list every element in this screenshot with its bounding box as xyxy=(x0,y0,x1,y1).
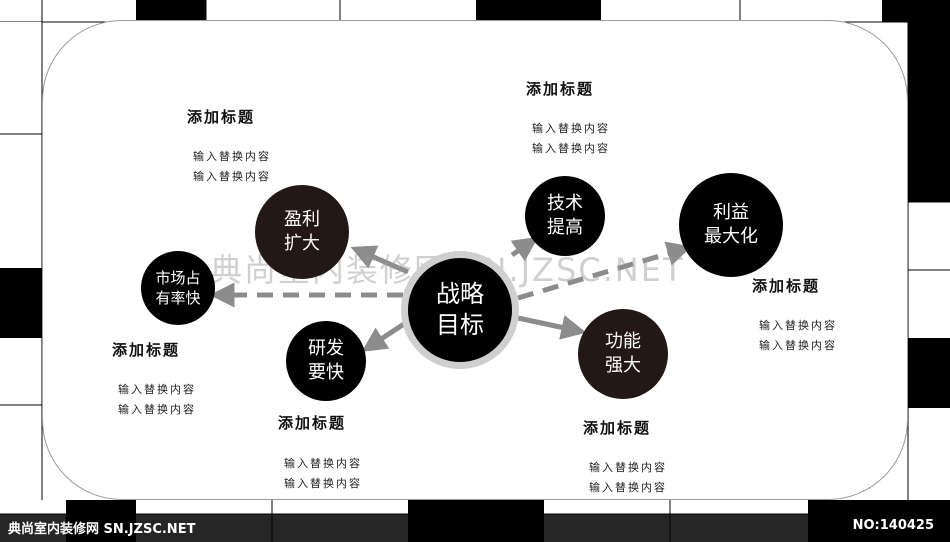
node-benefit-max: 利益 最大化 xyxy=(679,173,783,277)
text-block-line: 输入替换内容 xyxy=(759,319,837,332)
text-block-title: 添加标题 xyxy=(112,341,181,359)
text-block-title: 添加标题 xyxy=(752,277,821,295)
node-label: 技术 提高 xyxy=(547,193,583,238)
node-profit-expansion: 盈利 扩大 xyxy=(255,185,349,279)
text-block-line: 输入替换内容 xyxy=(284,477,362,490)
center-node-label: 战略 目标 xyxy=(436,280,484,339)
center-node: 战略 目标 xyxy=(408,258,512,362)
node-rnd-speed: 研发 要快 xyxy=(286,321,366,401)
node-label: 市场占 有率快 xyxy=(155,269,201,307)
node-function-strong: 功能 强大 xyxy=(578,309,668,399)
node-market-share: 市场占 有率快 xyxy=(141,251,215,325)
arrow-to-profit-expansion xyxy=(350,245,409,275)
footer-number: NO:140425 xyxy=(852,518,934,533)
footer-bar: 典尚室内装修网 SN.JZSC.NET NO:140425 xyxy=(0,514,950,542)
text-block-line: 输入替换内容 xyxy=(118,403,196,416)
text-block-line: 输入替换内容 xyxy=(589,481,667,494)
text-block-title: 添加标题 xyxy=(526,80,595,98)
text-block-line: 输入替换内容 xyxy=(193,170,271,183)
node-tech-improve: 技术 提高 xyxy=(525,176,605,256)
text-block-line: 输入替换内容 xyxy=(532,142,610,155)
arrow-to-benefit-max xyxy=(517,241,692,301)
text-block-line: 输入替换内容 xyxy=(759,339,837,352)
text-block-line: 输入替换内容 xyxy=(532,122,610,135)
text-block-title: 添加标题 xyxy=(187,108,256,126)
node-label: 功能 强大 xyxy=(605,331,641,376)
text-block-line: 输入替换内容 xyxy=(193,150,271,163)
text-block-line: 输入替换内容 xyxy=(118,383,196,396)
text-block-line: 输入替换内容 xyxy=(589,461,667,474)
arrow-to-function-strong xyxy=(517,315,587,340)
footer-site-label: 典尚室内装修网 SN.JZSC.NET xyxy=(8,522,196,537)
arrow-to-tech-improve xyxy=(510,236,539,262)
node-label: 利益 最大化 xyxy=(704,202,758,247)
text-block-title: 添加标题 xyxy=(583,419,652,437)
node-label: 盈利 扩大 xyxy=(284,209,320,254)
text-block-line: 输入替换内容 xyxy=(284,457,362,470)
text-block-title: 添加标题 xyxy=(278,414,347,432)
node-label: 研发 要快 xyxy=(308,338,344,383)
